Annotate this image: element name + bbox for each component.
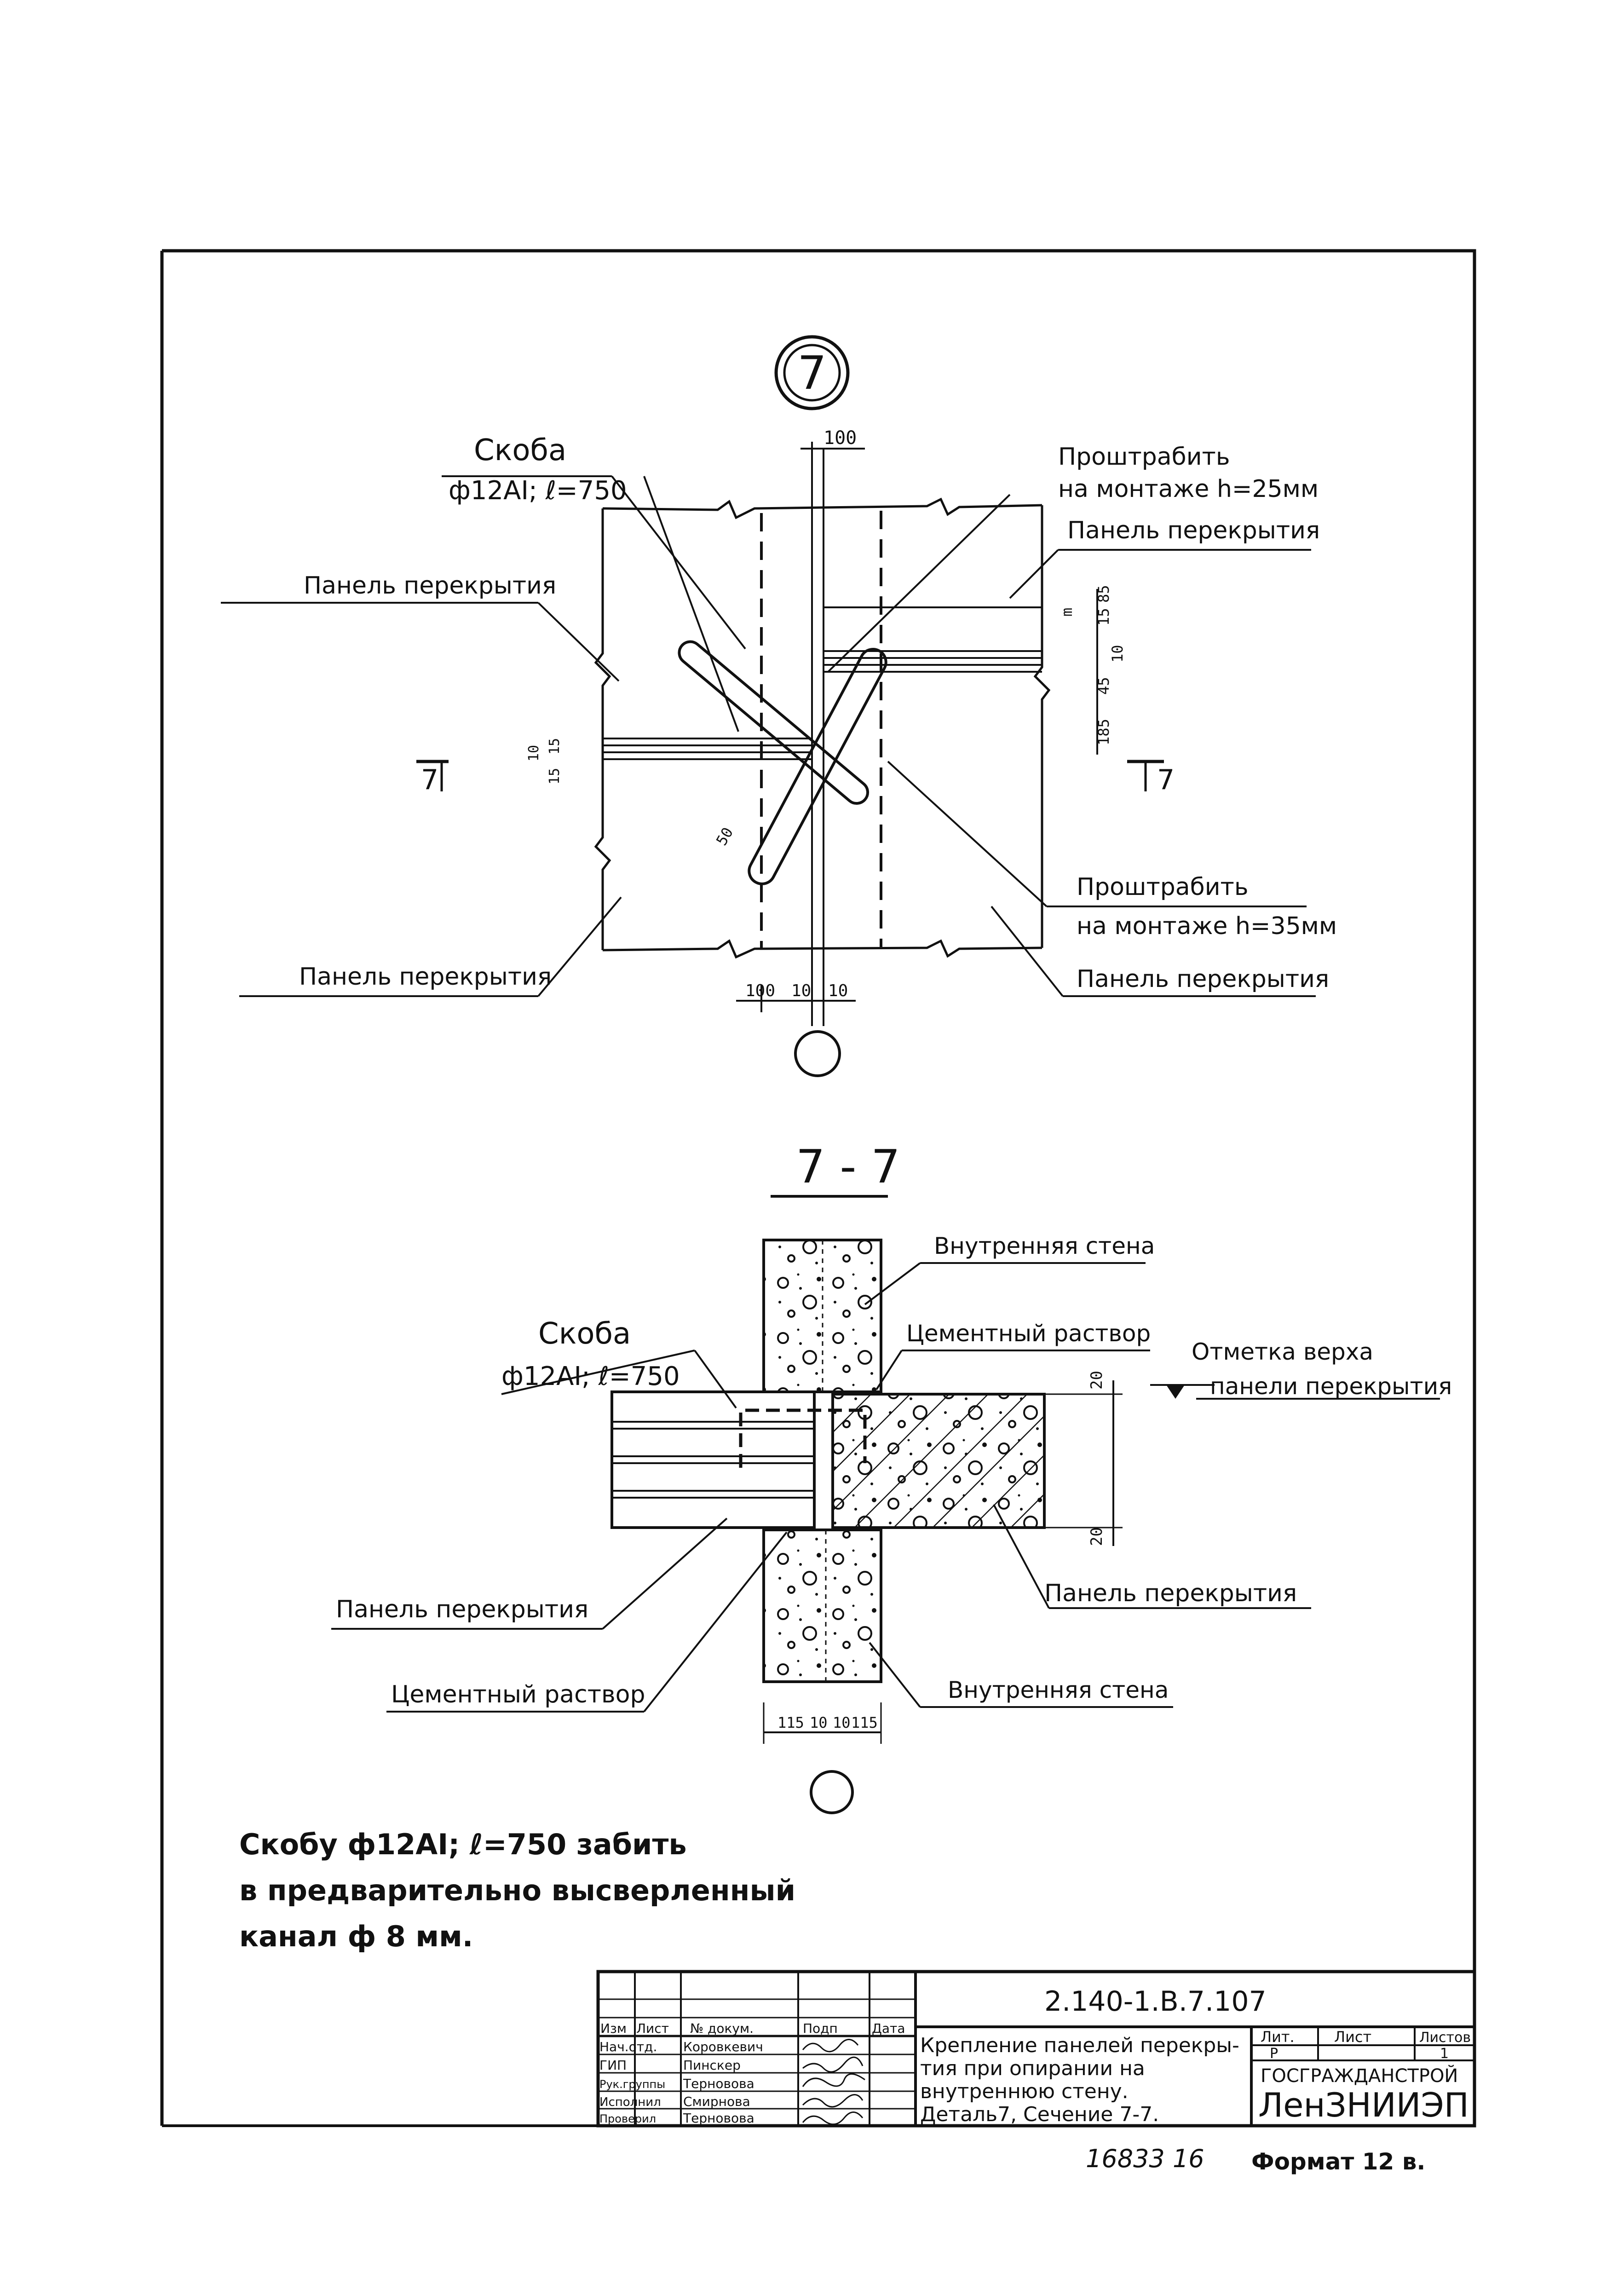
org-2: ЛенЗНИИЭП	[1258, 2086, 1469, 2124]
section-staple	[739, 1408, 867, 1468]
detail-marker-circle	[774, 335, 850, 410]
svg-text:15: 15	[547, 768, 563, 784]
label-proshtrabit-bottom-1: Проштрабить	[1077, 873, 1248, 901]
panel-top-edge	[602, 497, 1042, 519]
panel-right-edge	[1033, 505, 1051, 948]
label-proshtrabit-top-1: Проштрабить	[1058, 443, 1230, 471]
svg-text:Лит.: Лит.	[1261, 2028, 1295, 2046]
svg-text:45: 45	[1095, 677, 1112, 695]
label-section-panel-right: Панель перекрытия	[1044, 1580, 1297, 1607]
svg-text:7: 7	[1157, 764, 1175, 796]
inventory-number: 16833 16	[1086, 2144, 1204, 2173]
svg-text:Пинскер: Пинскер	[683, 2058, 741, 2073]
row-role-0: Нач.отд.	[599, 2039, 657, 2054]
svg-text:Смирнова: Смирнова	[683, 2094, 750, 2109]
label-cement-bottom: Цементный раствор	[391, 1681, 645, 1708]
axis-marker-top	[794, 1030, 841, 1077]
label-proshtrabit-bottom-2: на монтаже h=35мм	[1077, 912, 1337, 940]
svg-text:15: 15	[547, 738, 563, 755]
svg-text:10: 10	[810, 1714, 828, 1731]
label-section-panel-left: Панель перекрытия	[336, 1596, 588, 1623]
left-panel	[610, 1390, 816, 1529]
svg-text:Дата: Дата	[872, 2021, 905, 2036]
svg-text:50: 50	[713, 825, 737, 848]
panel-bottom-edge	[602, 939, 1042, 959]
title-line-1: Крепление панелей перекры-	[920, 2034, 1239, 2057]
svg-text:Р: Р	[1270, 2046, 1278, 2062]
section-7-7: 7 - 7 20 20 115 10 10	[331, 1140, 1452, 1814]
svg-text:Проверил: Проверил	[599, 2112, 656, 2125]
svg-text:Листов: Листов	[1419, 2030, 1471, 2046]
signature-icon	[802, 2039, 865, 2125]
svg-text:Исполнил: Исполнил	[599, 2095, 661, 2109]
note: Скобу ф12АI; ℓ=750 забить в предваритель…	[239, 1828, 795, 1953]
svg-text:Терновова: Терновова	[683, 2076, 754, 2091]
lower-wall	[762, 1529, 882, 1683]
label-inner-wall-top: Внутренняя стена	[934, 1233, 1155, 1259]
svg-text:ГИП: ГИП	[599, 2058, 627, 2073]
svg-text:185: 185	[1095, 719, 1112, 745]
detail-marker-number: 7	[797, 346, 827, 400]
svg-text:85: 85	[1095, 585, 1112, 603]
label-skoba-spec: ф12АI; ℓ=750	[449, 476, 627, 506]
svg-text:115: 115	[777, 1714, 804, 1731]
svg-text:20: 20	[1088, 1371, 1106, 1390]
svg-text:10: 10	[526, 745, 542, 761]
row-name-0: Коровкевич	[683, 2039, 763, 2054]
svg-text:Терновова: Терновова	[683, 2111, 754, 2126]
svg-text:Лист: Лист	[1334, 2028, 1371, 2046]
axis-marker-bottom	[810, 1770, 854, 1814]
svg-text:№ докум.: № докум.	[690, 2021, 754, 2036]
title-line-3: внутреннюю стену.	[920, 2080, 1129, 2103]
detail-7-plan: 7 7	[221, 335, 1337, 1077]
svg-text:10: 10	[833, 1714, 851, 1731]
svg-text:10: 10	[1109, 645, 1126, 663]
section-title: 7 - 7	[796, 1140, 900, 1194]
svg-text:1: 1	[1440, 2046, 1449, 2062]
svg-text:Изм: Изм	[600, 2021, 627, 2036]
panel-left-edge	[594, 508, 611, 950]
label-panel-bottom-left: Панель перекрытия	[299, 963, 552, 991]
staple-cross	[678, 640, 887, 885]
title-line-2: тия при опирании на	[920, 2057, 1145, 2080]
note-line-2: в предварительно высверленный	[239, 1874, 795, 1907]
note-line-3: канал ф 8 мм.	[239, 1920, 473, 1953]
label-section-skoba-spec: ф12АI; ℓ=750	[501, 1361, 680, 1391]
elevation-mark-icon	[1166, 1385, 1185, 1399]
label-section-skoba-title: Скоба	[538, 1317, 631, 1351]
label-mark-2: панели перекрытия	[1210, 1373, 1452, 1400]
label-skoba-title: Скоба	[474, 433, 566, 467]
note-line-1: Скобу ф12АI; ℓ=750 забить	[239, 1828, 687, 1861]
svg-text:20: 20	[1088, 1527, 1106, 1546]
svg-text:7: 7	[421, 764, 438, 796]
label-mark-1: Отметка верха	[1192, 1338, 1373, 1365]
svg-text:115: 115	[851, 1714, 878, 1731]
label-cement-top: Цементный раствор	[906, 1320, 1151, 1347]
label-panel-bottom-right: Панель перекрытия	[1077, 965, 1329, 993]
svg-text:15: 15	[1095, 608, 1112, 626]
svg-text:10: 10	[791, 981, 811, 1000]
label-panel-top-right: Панель перекрытия	[1067, 517, 1320, 544]
title-block: Изм Лист № докум. Подп Дата Нач.отд. Кор…	[596, 1970, 1476, 2128]
org-1: ГОСГРАЖДАНСТРОЙ	[1261, 2065, 1458, 2087]
frame-top-right	[162, 249, 1476, 2126]
dim-top-100: 100	[824, 427, 857, 449]
svg-text:Рук.группы: Рук.группы	[599, 2078, 665, 2091]
svg-text:Лист: Лист	[636, 2021, 669, 2036]
title-line-4: Деталь7, Сечение 7-7.	[920, 2103, 1159, 2126]
doc-code: 2.140-1.В.7.107	[1044, 1985, 1267, 2018]
label-panel-top-left: Панель перекрытия	[304, 572, 556, 600]
section-mark-right: 7	[1127, 760, 1175, 796]
svg-text:10: 10	[828, 981, 848, 1000]
section-mark-left: 7	[416, 760, 449, 796]
label-inner-wall-bottom: Внутренняя стена	[948, 1677, 1169, 1703]
svg-text:Подп: Подп	[803, 2021, 838, 2036]
format-label: Формат 12 в.	[1251, 2148, 1425, 2175]
svg-text:100: 100	[745, 981, 775, 1000]
svg-text:m: m	[1058, 608, 1076, 617]
label-proshtrabit-top-2: на монтаже h=25мм	[1058, 475, 1319, 503]
